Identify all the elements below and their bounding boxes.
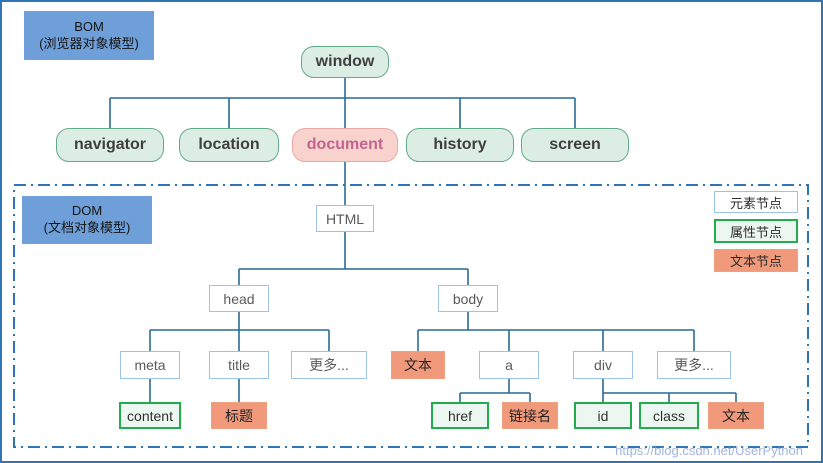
legend-element-node: 元素节点	[714, 191, 798, 213]
dom-subtitle: (文档对象模型)	[43, 220, 131, 235]
node-text-div: 文本	[708, 402, 764, 429]
node-window: window	[301, 46, 389, 78]
node-document: document	[292, 128, 398, 162]
node-html: HTML	[316, 205, 374, 232]
node-a: a	[479, 351, 539, 379]
dom-region-label: DOM (文档对象模型)	[22, 196, 152, 244]
dom-title: DOM	[71, 203, 103, 219]
node-href: href	[431, 402, 489, 429]
node-title: title	[209, 351, 269, 379]
bom-region-label: BOM (浏览器对象模型)	[24, 11, 154, 60]
bom-title: BOM	[74, 18, 104, 34]
watermark-url: https://blog.csdn.net/UserPython	[615, 443, 803, 458]
node-link-name: 链接名	[502, 402, 558, 429]
legend-attribute-node: 属性节点	[714, 219, 798, 243]
node-body: body	[438, 285, 498, 312]
bom-subtitle: (浏览器对象模型)	[39, 35, 139, 51]
node-more-body: 更多...	[657, 351, 731, 379]
node-more-head: 更多...	[291, 351, 367, 379]
node-meta: meta	[120, 351, 180, 379]
node-content: content	[119, 402, 181, 429]
node-head: head	[209, 285, 269, 312]
legend-text-node: 文本节点	[714, 249, 798, 272]
node-class: class	[639, 402, 699, 429]
node-location: location	[179, 128, 279, 162]
node-navigator: navigator	[56, 128, 164, 162]
node-screen: screen	[521, 128, 629, 162]
node-history: history	[406, 128, 514, 162]
node-div: div	[573, 351, 633, 379]
node-text-body: 文本	[391, 351, 445, 379]
node-id: id	[574, 402, 632, 429]
node-caption: 标题	[211, 402, 267, 429]
